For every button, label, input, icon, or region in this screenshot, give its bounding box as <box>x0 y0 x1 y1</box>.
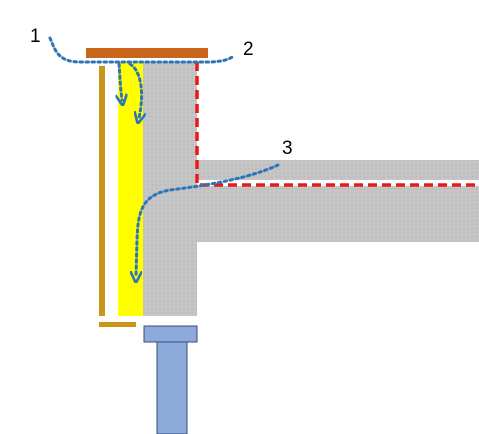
cap-plate <box>86 48 208 58</box>
column-cap <box>143 325 198 343</box>
concrete-slab <box>197 186 479 242</box>
label-1: 1 <box>30 26 41 47</box>
cladding-strip <box>99 66 105 316</box>
flow-arrow-long <box>136 163 280 277</box>
slab-topping <box>197 160 479 180</box>
label-2: 2 <box>243 39 254 60</box>
label-3: 3 <box>282 138 293 159</box>
flow-line-1 <box>48 36 236 64</box>
column-shaft <box>156 341 188 434</box>
flow-arrow-mid <box>128 62 142 118</box>
bottom-flashing <box>99 322 136 327</box>
flow-arrow-left <box>119 62 122 100</box>
red-dashed-boundary <box>195 62 479 187</box>
